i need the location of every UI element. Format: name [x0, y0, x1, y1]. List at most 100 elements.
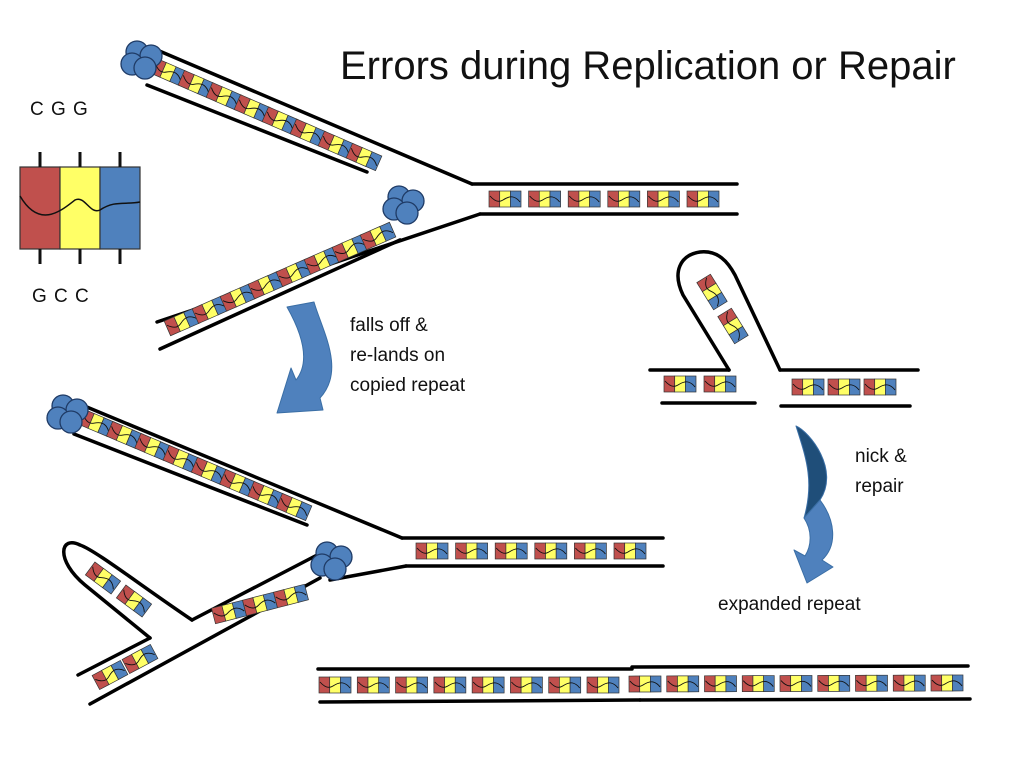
repeat-pairing-line [139, 438, 166, 456]
repeat-g-block [763, 675, 775, 692]
polymerase-subunit [133, 56, 157, 80]
cgg-repeat [242, 591, 278, 617]
repeat-c-block [488, 190, 501, 208]
legend-bottom-label: G C C [32, 286, 90, 307]
repeat-g-block [133, 597, 153, 618]
repeat-pairing-line [687, 195, 719, 203]
cgg-repeat [356, 676, 390, 694]
repeat-pairing-line [166, 316, 198, 328]
cgg-repeat [855, 674, 888, 692]
cgg-repeat [359, 221, 397, 251]
nick-repair-label: nick & repair [855, 446, 907, 497]
repeat-pairing-line [828, 383, 860, 391]
repeat-pairing-line [183, 75, 210, 93]
cgg-repeat [331, 234, 369, 263]
cgg-repeat [190, 456, 228, 486]
dna-strand [318, 698, 642, 704]
falls-off-label: falls off & re-lands on copied repeat [350, 315, 466, 396]
repeat-pairing-line [704, 380, 736, 388]
cgg-repeat [510, 676, 543, 694]
repeat-pairing-line [155, 63, 182, 81]
cgg-repeat [162, 444, 200, 474]
repeat-c-block [703, 375, 716, 393]
cgg-repeat [613, 542, 647, 560]
cgg-repeat [666, 675, 700, 693]
cgg-repeat [415, 542, 449, 560]
repeat-pairing-line [306, 254, 338, 267]
polymerase-icon [382, 185, 425, 225]
repeat-pairing-line [893, 679, 925, 687]
repeat-c-block [510, 676, 522, 694]
repeat-pairing-line [726, 311, 740, 341]
expanded-repeat-label: expanded repeat [718, 594, 861, 615]
repeat-pairing-line [931, 679, 963, 687]
repeat-c-block [455, 542, 467, 560]
cgg-repeat [233, 94, 271, 123]
dna-strand [145, 83, 369, 174]
repeat-pairing-line [396, 681, 427, 689]
repeat-c-block [704, 675, 716, 693]
repeat-c-block [318, 676, 331, 694]
cgg-repeat [628, 675, 662, 693]
cgg-repeat [548, 676, 582, 694]
repeat-pairing-line [780, 680, 812, 687]
repeat-g-block [293, 583, 309, 603]
repeat-g-block [728, 325, 749, 345]
repeat-c-block [415, 542, 428, 560]
cgg-repeat [930, 674, 964, 692]
repeat-pairing-line [244, 599, 276, 609]
repeat-pairing-line [792, 383, 824, 391]
repeat-pairing-line [705, 680, 736, 687]
repeat-c-block [855, 674, 867, 692]
cgg-repeat [275, 492, 313, 522]
repeat-pairing-line [111, 426, 138, 444]
cgg-repeat [211, 599, 247, 625]
repeat-g-block [813, 378, 825, 396]
repeat-c-block [607, 190, 619, 208]
repeat-g-block [801, 675, 813, 692]
repeat-g-block [493, 676, 505, 694]
dna-strand [76, 636, 152, 677]
repeat-pairing-line [456, 547, 487, 555]
cgg-repeat [471, 676, 505, 694]
polymerase-subunit [395, 201, 419, 225]
repeat-pairing-line [511, 681, 542, 689]
repeat-c-block [666, 675, 678, 693]
repeat-c-block [930, 674, 943, 692]
repeat-c-block [494, 542, 507, 560]
repeat-c-block [574, 542, 586, 560]
repeat-c-block [395, 676, 407, 694]
cgg-repeat [247, 270, 285, 300]
cgg-repeat [261, 106, 299, 135]
cgg-repeat [303, 246, 341, 275]
repeat-g-block [140, 643, 159, 664]
repeat-g-block [378, 676, 390, 694]
repeat-pairing-line [334, 242, 366, 254]
repeat-g-block [549, 190, 561, 208]
page-title: Errors during Replication or Repair [340, 44, 956, 88]
repeat-pairing-line [351, 148, 378, 166]
repeat-g-block [635, 542, 647, 560]
cgg-repeat [345, 142, 383, 172]
polymerase-subunit [59, 410, 83, 434]
cgg-legend [19, 152, 141, 264]
repeat-pairing-line [629, 680, 661, 688]
cgg-repeat [134, 432, 171, 462]
repeat-g-block [885, 378, 897, 396]
repeat-pairing-line [319, 681, 351, 689]
repeat-g-block [725, 675, 737, 693]
slipped-loop-strand [62, 541, 194, 640]
dna-strand [630, 664, 970, 669]
repeat-c-block [647, 190, 659, 208]
repeat-c-block [741, 675, 754, 693]
repeat-c-block [356, 676, 369, 694]
repeat-pairing-line [705, 277, 719, 307]
repeat-g-block [725, 375, 737, 393]
repeat-pairing-line [92, 566, 114, 590]
repeat-g-block [608, 676, 620, 694]
repeat-pairing-line [280, 498, 308, 516]
repeat-pairing-line [529, 195, 560, 203]
cgg-repeat [892, 674, 926, 692]
repeat-c-block [613, 542, 626, 560]
